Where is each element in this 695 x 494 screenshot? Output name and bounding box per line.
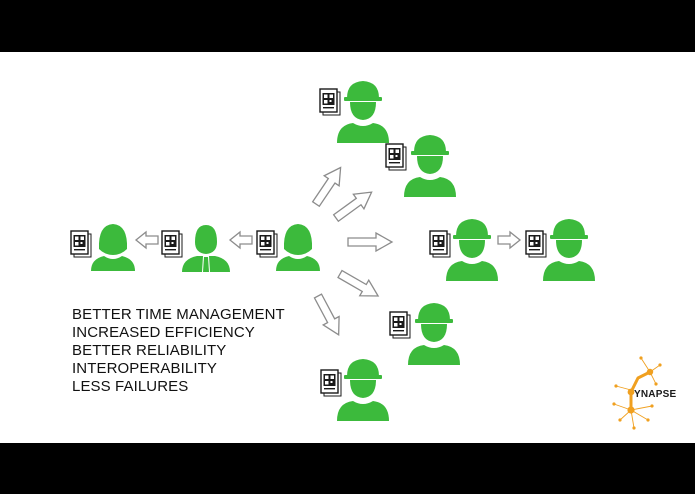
hard-hat-worker-icon [408,303,460,365]
flow-arrow-to-upper-right [330,184,378,226]
document-icon [319,88,341,116]
businesswoman-icon [91,224,135,271]
benefit-item: INTEROPERABILITY [72,360,217,377]
document-icon [161,230,183,258]
benefits-list: BETTER TIME MANAGEMENT INCREASED EFFICIE… [72,306,285,396]
flow-arrow-to-lower-right [334,265,384,305]
hard-hat-worker-icon [446,219,498,281]
node-worker-bottom [320,359,389,421]
benefit-item: INCREASED EFFICIENCY [72,324,255,341]
flow-arrow-to-bottom [309,291,348,340]
document-icon [256,230,278,258]
document-icon [70,230,92,258]
node-worker-lower-right [389,303,460,365]
bottom-bar [0,443,695,494]
flow-arrow-to-middle [347,232,393,252]
hard-hat-worker-icon [404,135,456,197]
top-bar [0,0,695,52]
synapse-logo-icon [612,356,662,430]
benefit-item: BETTER RELIABILITY [72,342,227,359]
node-worker-upper-right [385,135,456,197]
hard-hat-worker-icon [337,81,389,143]
brand-name: YNAPSE [634,389,677,400]
document-icon [429,230,451,258]
flow-arrow-to-woman-left [135,231,159,249]
flow-arrow-to-man [229,231,253,249]
node-worker-top [319,81,389,143]
node-worker-far-right [525,219,595,281]
node-man-middle [161,225,230,272]
document-icon [525,230,547,258]
hard-hat-worker-icon [543,219,595,281]
node-woman-center [256,224,320,271]
businessman-icon [182,225,230,272]
flow-arrow-to-far-right [497,231,521,249]
document-icon [389,311,411,339]
businesswoman-icon [276,224,320,271]
node-worker-middle [429,219,498,281]
document-icon [385,143,407,171]
flow-arrow-to-top [307,161,349,210]
hard-hat-worker-icon [337,359,389,421]
node-woman-left [70,224,135,271]
benefit-item: BETTER TIME MANAGEMENT [72,306,285,323]
benefit-item: LESS FAILURES [72,378,189,395]
document-icon [320,369,342,397]
